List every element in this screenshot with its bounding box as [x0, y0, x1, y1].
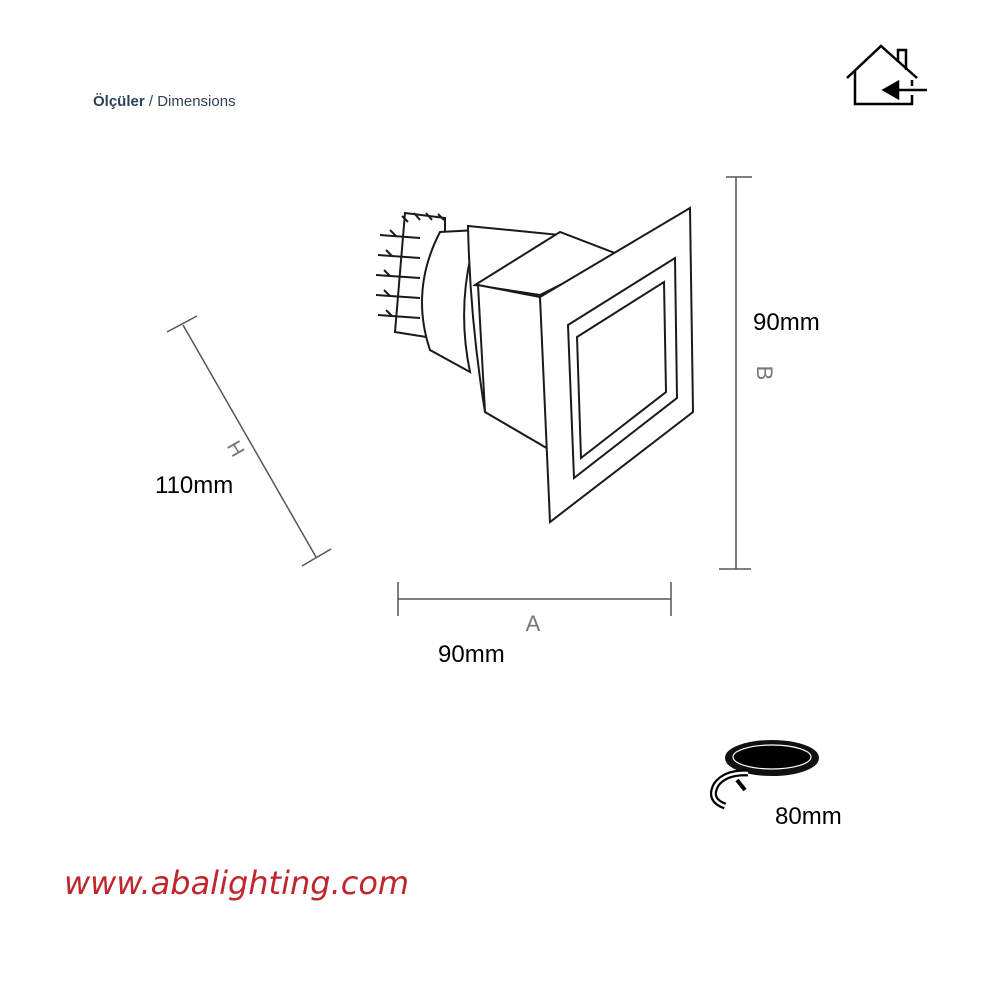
dimension-letter-h: H	[222, 437, 248, 461]
website-url[interactable]: www.abalighting.com	[64, 864, 410, 902]
depth-value-label: 90mm	[753, 309, 820, 336]
width-value-label: 90mm	[438, 641, 505, 668]
dimensions-header: Ölçüler / Dimensions	[93, 93, 236, 110]
height-value-label: 110mm	[155, 472, 234, 499]
header-title-en: Dimensions	[157, 93, 236, 110]
dimension-line-a	[397, 582, 672, 616]
dimension-line-b	[719, 176, 752, 570]
face-lens	[575, 280, 668, 460]
header-title-tr: Ölçüler	[93, 93, 145, 110]
house-arrow-icon	[846, 44, 927, 106]
ceiling-cutout-icon	[710, 740, 819, 810]
cutout-value-label: 80mm	[775, 803, 842, 830]
dimension-line-h	[166, 315, 332, 567]
dimension-letter-a: A	[526, 611, 541, 636]
header-separator: /	[144, 93, 158, 110]
dimension-letter-b: B	[752, 366, 777, 381]
downlight-product-drawing	[375, 206, 695, 524]
